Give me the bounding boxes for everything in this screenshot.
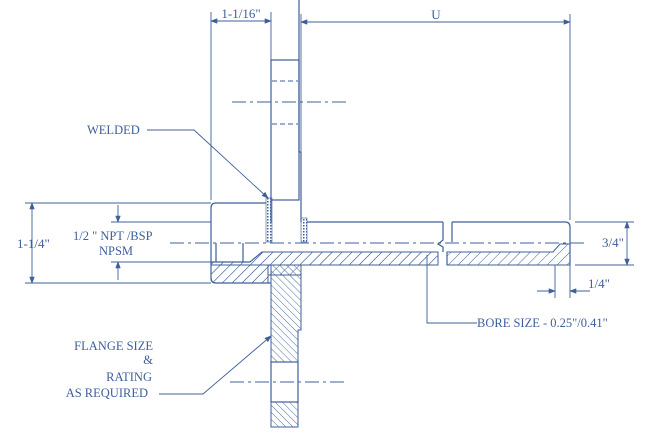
weld-bead-left [265,197,273,243]
welded-label: WELDED [87,123,140,137]
flange-label-line1: FLANGE SIZE [74,339,153,353]
thread-label-line1: 1/2 " NPT /BSP [73,229,153,243]
thread-callout: 1/2 " NPT /BSP NPSM [73,205,211,280]
dim-label-tip-height: 3/4" [602,235,624,250]
dimension-tip-height: 3/4" [575,221,634,266]
flange-label-line2: & [143,353,153,367]
section-lower-wall-mid [210,251,439,284]
welded-callout: WELDED [87,123,269,199]
flange-size-callout: FLANGE SIZE & RATING AS REQUIRED [66,335,272,400]
dimension-tip-chamfer: 1/4" [537,265,610,298]
flange-label-line4: AS REQUIRED [66,386,148,400]
upper-flange [232,0,348,222]
flange-label-line3: RATING [106,370,152,384]
thread-label-line2: NPSM [99,244,133,258]
dimension-overall-height: 1-1/4" [17,202,211,284]
bore-callout: BORE SIZE - 0.25"/0.41" [426,255,608,330]
bore-label: BORE SIZE - 0.25"/0.41" [477,316,608,330]
dimension-length-u: U [300,7,571,220]
dimension-flange-thickness: 1-1/16" [210,6,272,200]
dim-label-flange-thickness: 1-1/16" [221,6,260,21]
section-tip-wall [446,243,571,266]
lower-flange-section [230,264,348,428]
weld-bead-right [300,217,308,243]
dim-label-tip-chamfer: 1/4" [588,276,610,291]
dim-label-u: U [431,7,441,22]
dim-label-overall-height: 1-1/4" [17,236,50,251]
